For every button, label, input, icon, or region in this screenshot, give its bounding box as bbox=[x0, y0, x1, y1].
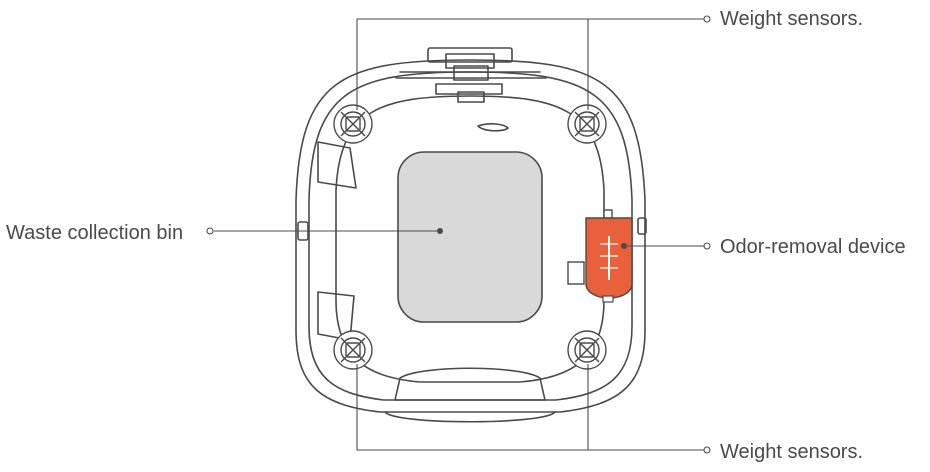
label-waste-collection-bin: Waste collection bin bbox=[6, 222, 184, 244]
label-odor-removal-device: Odor-removal device bbox=[720, 236, 906, 258]
base-foot bbox=[384, 411, 556, 423]
leader-dot-waste bbox=[437, 228, 443, 234]
leader-end-weight-bottom bbox=[703, 446, 711, 454]
leader-dot-odor bbox=[621, 243, 627, 249]
odor-removal-device bbox=[567, 209, 633, 303]
left-side-panel bbox=[297, 141, 357, 341]
weight-sensor-top-left bbox=[333, 104, 373, 144]
leader-end-weight-top bbox=[703, 15, 711, 23]
right-clip bbox=[637, 217, 647, 235]
top-latch bbox=[395, 47, 547, 103]
outer-housing bbox=[295, 59, 646, 413]
leader-weight-sensors-top bbox=[356, 18, 704, 110]
sensor-window bbox=[477, 123, 509, 132]
weight-sensor-bottom-left bbox=[333, 330, 373, 370]
base-foot-inner bbox=[394, 367, 546, 401]
leader-end-odor bbox=[703, 242, 711, 250]
leader-end-waste bbox=[206, 227, 214, 235]
label-weight-sensors-bottom: Weight sensors. bbox=[720, 441, 864, 463]
label-weight-sensors-top: Weight sensors. bbox=[720, 8, 864, 30]
weight-sensor-top-right bbox=[567, 104, 607, 144]
waste-collection-bin bbox=[397, 151, 543, 323]
weight-sensor-bottom-right bbox=[567, 330, 607, 370]
leader-weight-sensors-bottom bbox=[356, 364, 704, 451]
